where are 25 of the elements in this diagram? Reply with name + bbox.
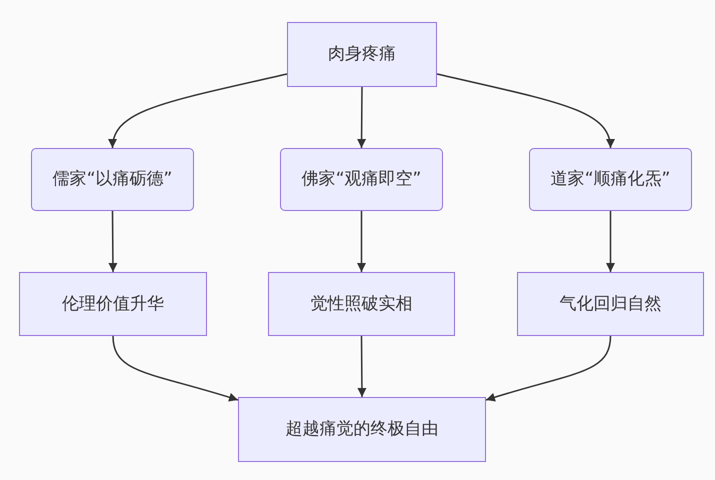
arrow bbox=[108, 211, 118, 272]
process-box bbox=[31, 148, 194, 211]
process-box bbox=[517, 272, 704, 336]
arrow bbox=[486, 336, 612, 402]
node-label: 觉性照破实相 bbox=[310, 294, 412, 314]
process-box bbox=[280, 148, 443, 211]
arrow bbox=[112, 336, 238, 402]
arrow bbox=[109, 73, 288, 148]
process-box bbox=[19, 272, 207, 336]
arrow bbox=[436, 73, 614, 148]
node-label: 伦理价值升华 bbox=[62, 294, 164, 314]
node-label: 肉身疼痛 bbox=[328, 44, 396, 65]
arrow bbox=[606, 211, 615, 272]
process-box bbox=[529, 148, 692, 211]
node-label: 超越痛觉的终极自由 bbox=[286, 419, 438, 440]
arrow bbox=[357, 336, 366, 397]
arrow bbox=[357, 87, 366, 148]
node-label: 气化回归自然 bbox=[560, 294, 662, 314]
process-box bbox=[268, 272, 455, 336]
node-label: 道家“顺痛化炁” bbox=[550, 169, 670, 190]
process-box bbox=[287, 22, 437, 87]
node-label: 儒家“以痛砺德” bbox=[52, 169, 172, 190]
node-label: 佛家“观痛即空” bbox=[302, 169, 422, 190]
process-box bbox=[238, 397, 486, 462]
arrow bbox=[357, 211, 366, 272]
